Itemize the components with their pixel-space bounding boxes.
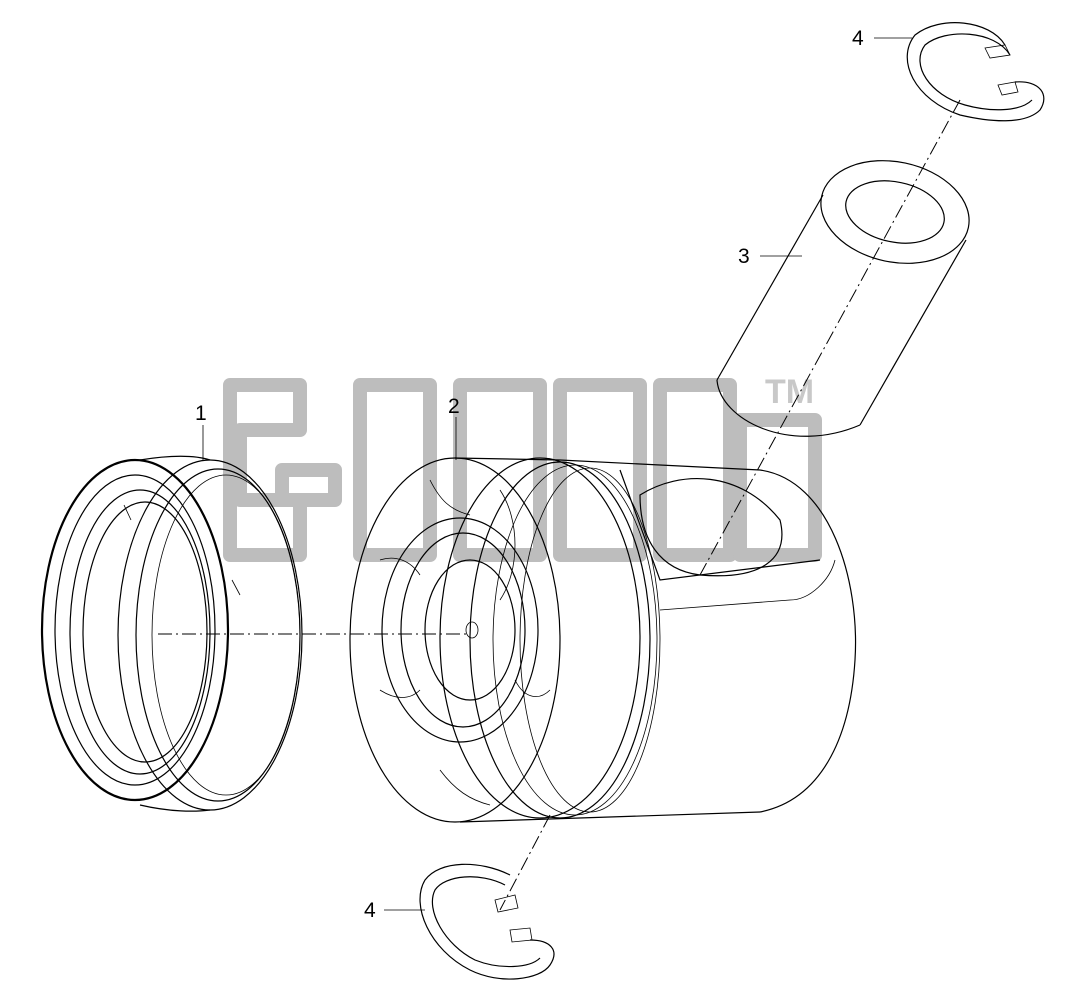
watermark-logo: TM [223, 373, 822, 562]
circlip-top-part [906, 22, 1045, 122]
callout-3-label: 3 [738, 245, 750, 268]
callout-4-top-label: 4 [852, 27, 864, 50]
callout-2-label: 2 [448, 395, 460, 418]
trademark-symbol: TM [765, 373, 814, 411]
circlip-bottom-part [419, 863, 555, 980]
callout-1-label: 1 [195, 402, 207, 425]
piston-pin-part [716, 160, 970, 437]
center-axes [158, 99, 961, 911]
callout-2: 2 [448, 395, 460, 460]
callout-4-top: 4 [852, 27, 912, 50]
piston-part [349, 457, 857, 823]
callout-4-bottom-label: 4 [364, 899, 376, 922]
callout-4-bottom: 4 [364, 899, 425, 922]
callout-1: 1 [195, 402, 207, 460]
callout-3: 3 [738, 245, 802, 268]
piston-ring-part [40, 455, 303, 812]
